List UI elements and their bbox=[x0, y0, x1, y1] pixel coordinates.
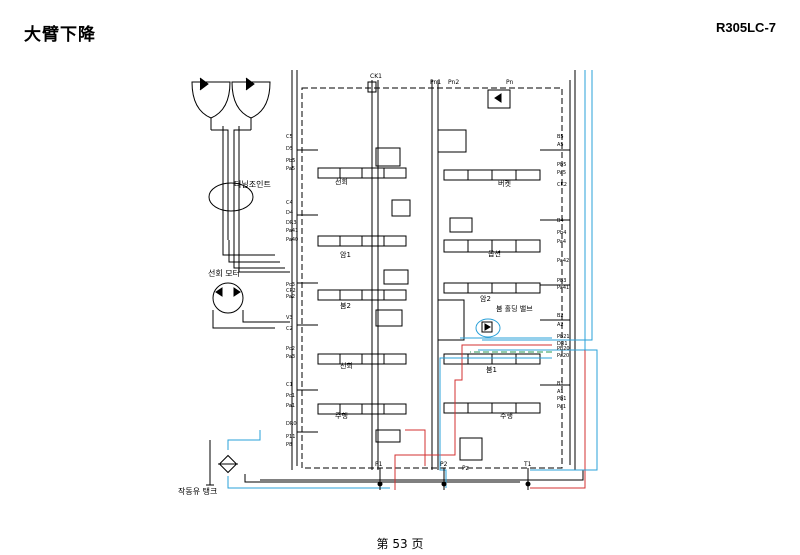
port-right: Pb21 bbox=[557, 334, 570, 340]
swivel-joint-label: 터닐조인트 bbox=[234, 179, 271, 189]
port-right: Pa41 bbox=[557, 285, 569, 291]
ck1-label: CK1 bbox=[370, 73, 382, 80]
port-right: Pa1 bbox=[557, 404, 566, 410]
port-left: DR3 bbox=[286, 220, 297, 226]
pn-label: Pn bbox=[506, 79, 514, 86]
swing-motor-label: 선회 모터 bbox=[208, 269, 240, 278]
port-right: Pa4 bbox=[557, 239, 566, 245]
hydraulic-tank bbox=[206, 430, 520, 489]
pz-label: Pz bbox=[462, 465, 469, 472]
port-right: Pa20 bbox=[557, 353, 569, 359]
port-left: Pa40 bbox=[286, 237, 298, 243]
port-left: DR0 bbox=[286, 421, 297, 427]
port-left: D5 bbox=[286, 146, 293, 152]
port-right: B1 bbox=[557, 381, 564, 387]
boom2-spool-label: 붐2 bbox=[340, 302, 351, 310]
travel-left-label: 주행 bbox=[335, 411, 348, 420]
port-left: Pc2 bbox=[286, 346, 295, 352]
port-right: Pb20 bbox=[557, 346, 570, 352]
hydraulic-tank-label: 작동유 탱크 bbox=[178, 486, 217, 496]
port-right: Pb5 bbox=[557, 162, 566, 168]
bucket-label: 버켓 bbox=[498, 179, 511, 188]
page-number: 第 53 页 bbox=[376, 537, 424, 551]
port-right: Pb3 bbox=[557, 278, 566, 284]
port-left: Pc3 bbox=[286, 282, 295, 288]
right-spool-bank bbox=[437, 129, 541, 461]
swing-spool-label: 선회 bbox=[335, 177, 348, 186]
swivel-joint bbox=[208, 182, 254, 212]
arm1-spool-label: 암1 bbox=[340, 251, 351, 259]
swing-motor bbox=[212, 282, 290, 329]
port-right: Pb4 bbox=[557, 230, 566, 236]
port-left: Pa3 bbox=[286, 354, 295, 360]
boom-holding-valve-label: 붐 홀딩 밸브 bbox=[496, 304, 533, 313]
travel-right-label: 주행 bbox=[500, 411, 513, 420]
model-number: R305LC-7 bbox=[716, 20, 776, 35]
port-left: Pa41 bbox=[286, 228, 298, 234]
port-right: B5 bbox=[557, 134, 564, 140]
port-right: B2 bbox=[557, 313, 564, 319]
port-left: P11 bbox=[286, 434, 295, 440]
port-right: Pa42 bbox=[557, 258, 569, 264]
port-left: V3 bbox=[286, 315, 293, 321]
tank-t1-label: T1 bbox=[523, 461, 532, 468]
port-right: Pa5 bbox=[557, 170, 566, 176]
port-left: Pc1 bbox=[286, 393, 295, 399]
port-right: A2 bbox=[557, 322, 564, 328]
boom1-label: 붐1 bbox=[486, 366, 497, 374]
arm2-label: 암2 bbox=[480, 295, 491, 303]
port-left: C4 bbox=[286, 200, 293, 206]
port-right: DR1 bbox=[557, 341, 568, 347]
page-title: 大臂下降 bbox=[24, 25, 96, 45]
pn2-label: Pn2 bbox=[448, 79, 459, 86]
port-left: P8 bbox=[286, 442, 292, 448]
option-label: 옵션 bbox=[488, 249, 501, 258]
port-right: A1 bbox=[557, 389, 564, 395]
port-left: CP2 bbox=[286, 288, 296, 294]
left-spool-bank bbox=[317, 147, 411, 443]
boom-holding-valve bbox=[475, 318, 501, 338]
top-actuators bbox=[191, 77, 271, 245]
pump-p2-label: P2 bbox=[440, 461, 448, 468]
port-left: Pb5 bbox=[286, 158, 295, 164]
port-left: C5 bbox=[286, 134, 293, 140]
port-right: B4 bbox=[557, 218, 564, 224]
port-left: Pa1 bbox=[286, 403, 295, 409]
port-left: Pa5 bbox=[286, 166, 295, 172]
port-left: C1 bbox=[286, 382, 293, 388]
swing2-spool-label: 선회 bbox=[340, 361, 353, 370]
port-right: A5 bbox=[557, 142, 564, 148]
port-right: CK2 bbox=[557, 182, 567, 188]
port-left: Pa2 bbox=[286, 294, 295, 300]
port-left: D4 bbox=[286, 210, 293, 216]
port-right: Pb1 bbox=[557, 396, 566, 402]
top-relief-valve bbox=[487, 89, 511, 109]
pump-p1-label: P1 bbox=[375, 461, 383, 468]
ck1-valve bbox=[367, 81, 377, 93]
port-left: C2 bbox=[286, 326, 293, 332]
pn1-label: Pn1 bbox=[430, 79, 441, 86]
